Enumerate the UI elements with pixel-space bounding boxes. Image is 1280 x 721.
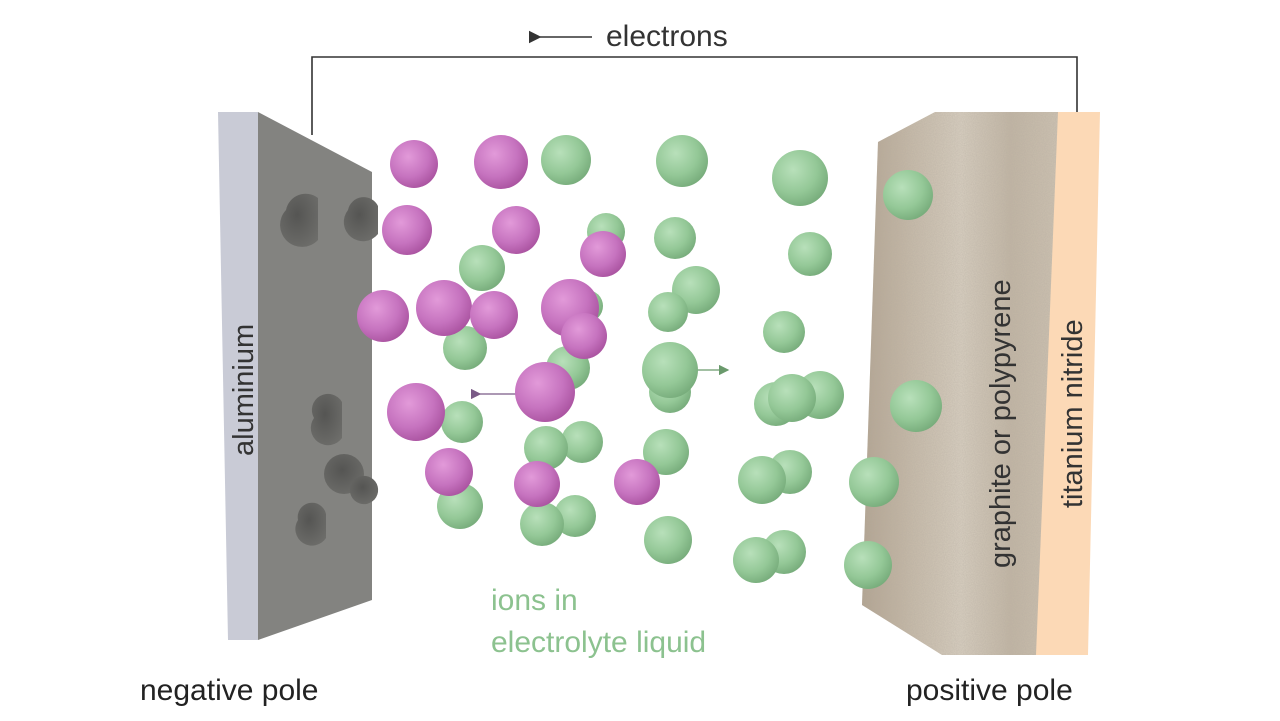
cation-sphere [459,245,505,291]
cation-sphere [654,217,696,259]
cation-sphere [648,292,688,332]
anion-sphere [580,231,626,277]
cation-sphere [642,342,698,398]
anion-sphere [416,280,472,336]
aluminium-plate-face [258,112,372,640]
anion-sphere [492,206,540,254]
aluminium-pits [280,193,379,546]
cation-sphere [890,380,942,432]
titanium-nitride-label: titanium nitride [1057,319,1089,508]
cation-sphere [524,426,568,470]
anion-sphere [515,362,575,422]
external-wire [311,56,1078,135]
electrons-label: electrons [606,20,728,53]
cation-sphere [561,421,603,463]
cation-sphere [520,502,564,546]
anion-sphere [387,383,445,441]
anion-sphere [561,313,607,359]
cation-sphere [849,457,899,507]
cation-sphere [763,311,805,353]
cation-sphere [844,541,892,589]
ions [357,135,942,589]
cation-sphere [644,516,692,564]
cation-sphere [883,170,933,220]
graphite-label: graphite or polypyrene [985,279,1017,568]
titanium-nitride-layer [1036,112,1100,655]
anion-sphere [474,135,528,189]
anion-sphere [514,461,560,507]
cation-sphere [788,232,832,276]
positive-pole-label: positive pole [906,674,1073,707]
cation-sphere [772,150,828,206]
ions-label-line1: ions in [491,584,578,617]
anion-sphere [382,205,432,255]
cation-sphere [541,135,591,185]
cation-sphere [738,456,786,504]
anion-sphere [390,140,438,188]
anion-sphere [425,448,473,496]
aluminium-plate-edge [218,112,258,640]
cation-sphere [656,135,708,187]
cation-sphere [768,374,816,422]
cation-sphere [643,429,689,475]
anion-sphere [470,291,518,339]
anion-sphere [357,290,409,342]
negative-pole-label: negative pole [140,674,318,707]
cation-sphere [441,401,483,443]
anion-sphere [614,459,660,505]
cation-sphere [443,326,487,370]
aluminium-label: aluminium [228,324,260,456]
ions-label-line2: electrolyte liquid [491,626,706,659]
cation-sphere [554,495,596,537]
graphite-layer [862,112,1060,655]
cation-sphere [733,537,779,583]
